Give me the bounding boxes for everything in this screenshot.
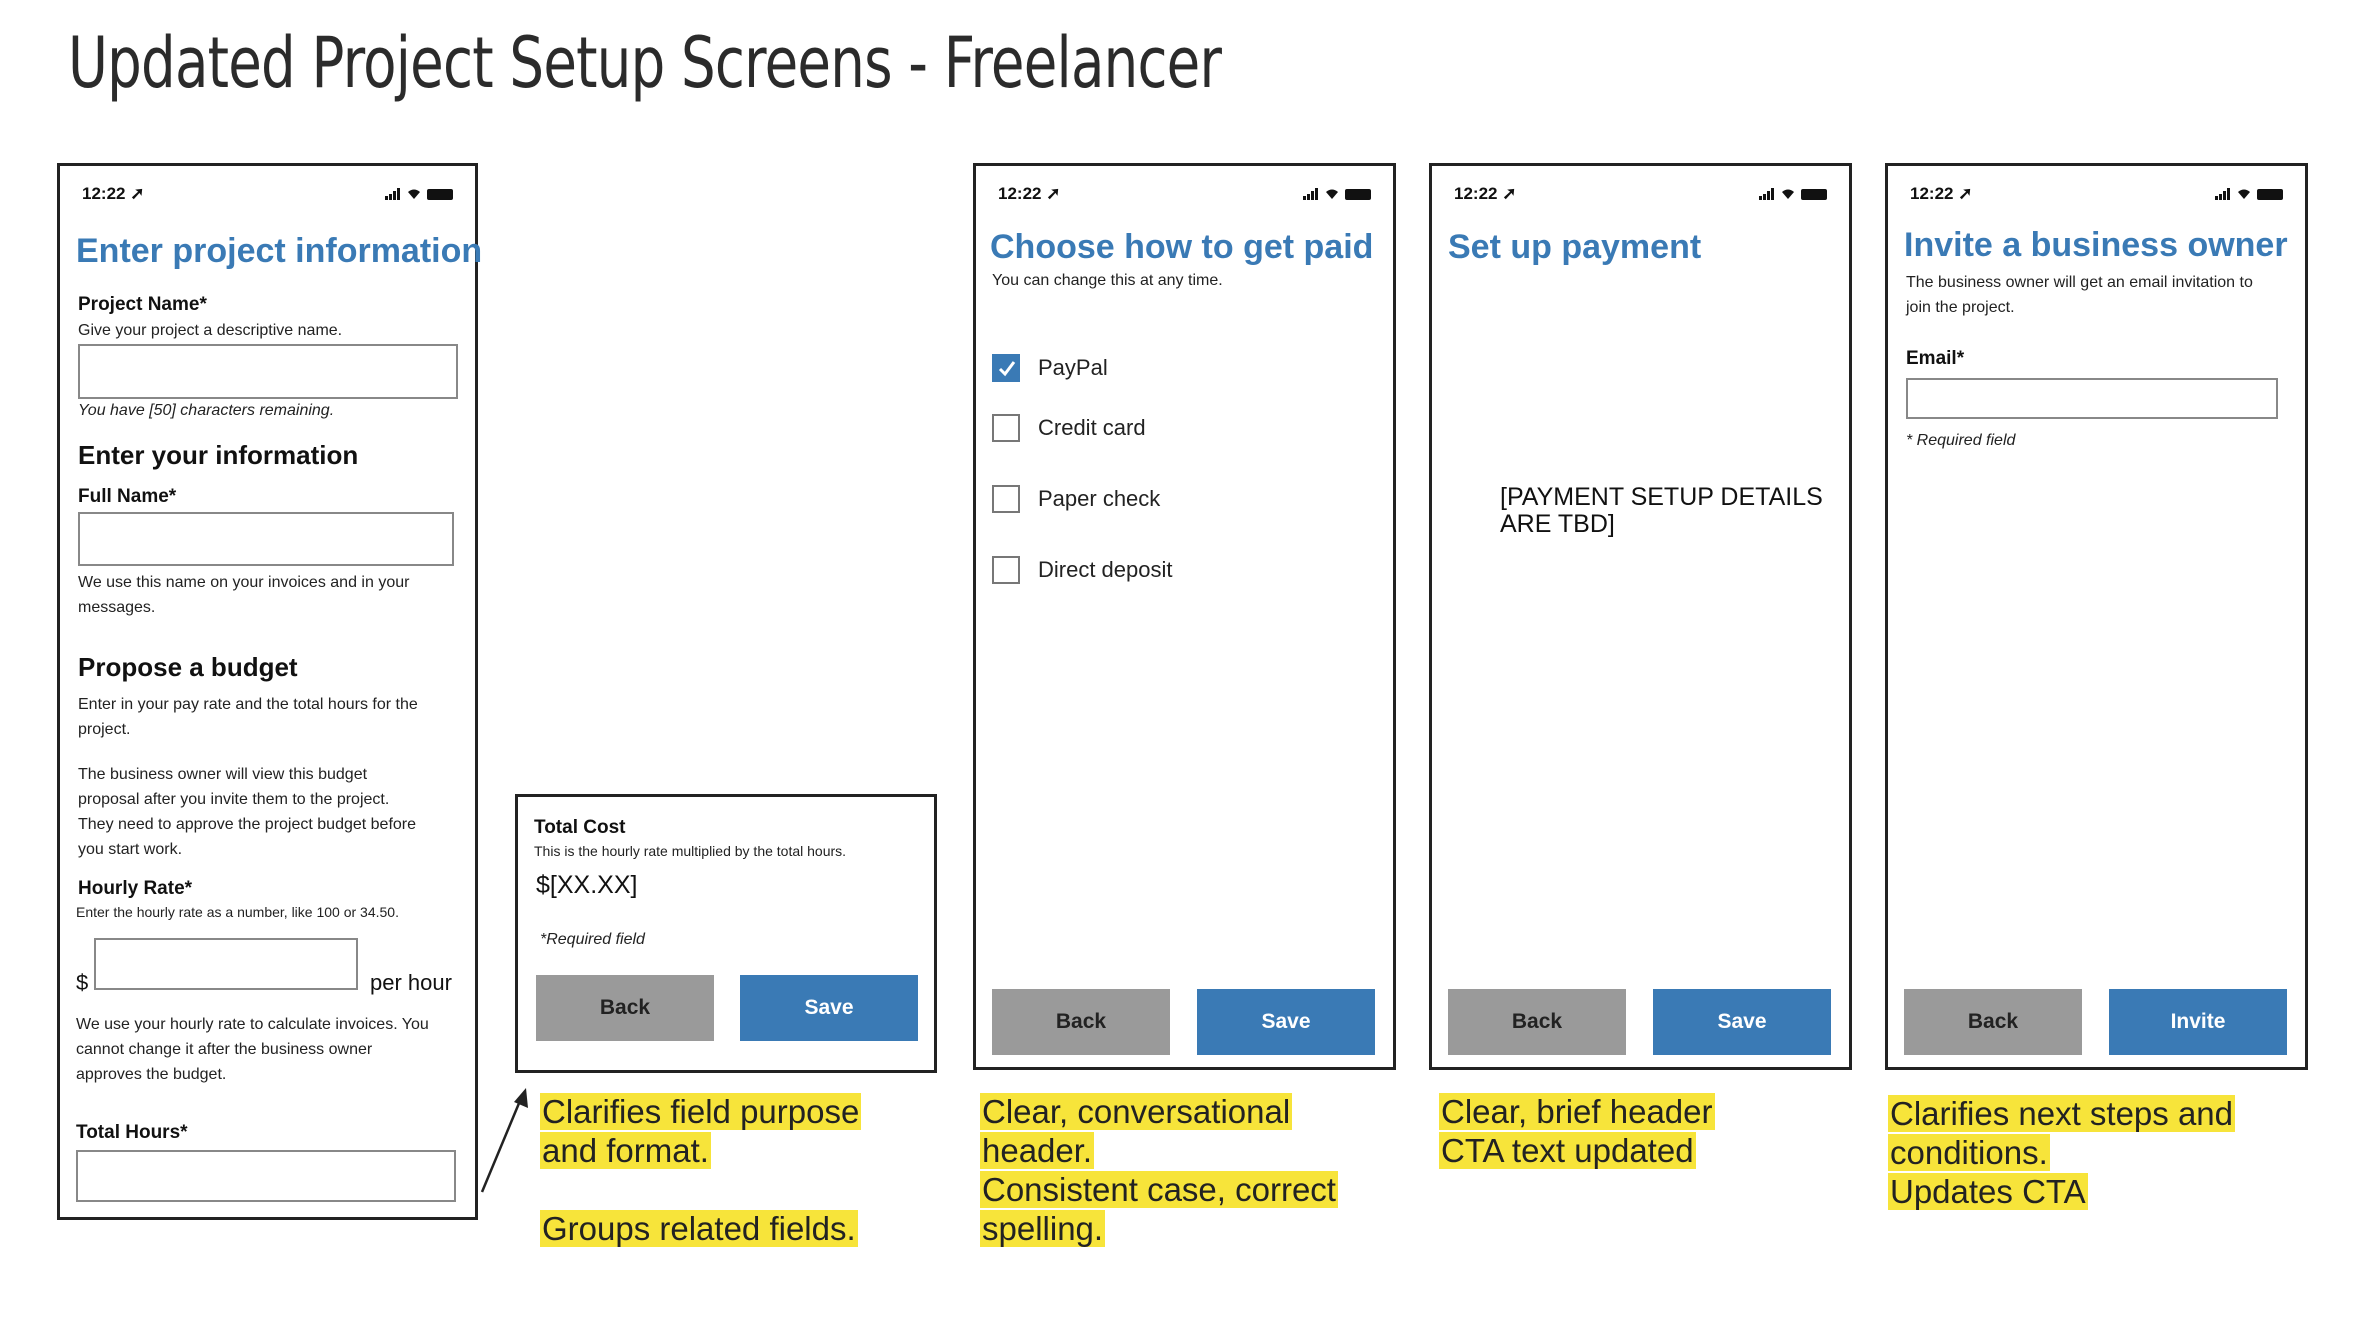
budget-note: The business owner will view this budget… xyxy=(78,766,417,858)
back-button[interactable]: Back xyxy=(992,989,1170,1055)
option-label: Direct deposit xyxy=(1038,557,1173,582)
project-name-help: Give your project a descriptive name. xyxy=(78,322,343,339)
project-name-input[interactable] xyxy=(78,344,458,399)
signal-icon xyxy=(1759,188,1774,200)
hourly-rate-help: Enter the hourly rate as a number, like … xyxy=(76,904,399,920)
email-label: Email* xyxy=(1906,348,1965,369)
phone-screen-project-info: 12:22 ➚ Enter project information Projec… xyxy=(57,163,482,1220)
battery-icon xyxy=(2257,188,2283,200)
option-credit-card[interactable]: Credit card xyxy=(992,414,1146,442)
battery-icon xyxy=(1345,188,1371,200)
save-button[interactable]: Save xyxy=(1653,989,1831,1055)
total-cost-help: This is the hourly rate multiplied by th… xyxy=(534,843,847,859)
location-arrow-icon: ➚ xyxy=(1046,184,1061,203)
page-title: Enter project information xyxy=(76,232,483,270)
option-direct-deposit[interactable]: Direct deposit xyxy=(992,556,1173,584)
total-cost-value: $[XX.XX] xyxy=(536,871,638,899)
page-title: Invite a business owner xyxy=(1904,226,2288,264)
option-paper-check[interactable]: Paper check xyxy=(992,485,1160,513)
budget-heading: Propose a budget xyxy=(78,652,298,682)
project-name-label: Project Name* xyxy=(78,294,207,315)
hourly-rate-note: We use your hourly rate to calculate inv… xyxy=(76,1016,429,1083)
phone-screen-get-paid: 12:22 ➚ Choose how to get paid You can c… xyxy=(973,163,1396,1070)
annotation-note-3: Clear, brief header CTA text updated xyxy=(1439,1093,1715,1169)
checkbox[interactable] xyxy=(992,485,1020,513)
status-time: 12:22 ➚ xyxy=(1454,184,1517,203)
status-time: 12:22 ➚ xyxy=(82,184,145,203)
required-note: * Required field xyxy=(1906,432,2016,449)
back-button[interactable]: Back xyxy=(1448,989,1626,1055)
checkbox[interactable] xyxy=(992,414,1020,442)
option-label: PayPal xyxy=(1038,355,1108,380)
required-note: *Required field xyxy=(540,931,645,948)
status-bar: 12:22 ➚ xyxy=(82,182,453,208)
signal-icon xyxy=(385,188,400,200)
total-hours-label: Total Hours* xyxy=(76,1122,188,1143)
wifi-icon xyxy=(2238,189,2250,199)
signal-icon xyxy=(1303,188,1318,200)
status-bar: 12:22 ➚ xyxy=(998,182,1371,208)
save-button[interactable]: Save xyxy=(1197,989,1375,1055)
hourly-rate-label: Hourly Rate* xyxy=(78,878,193,899)
budget-help: Enter in your pay rate and the total hou… xyxy=(78,696,418,738)
page-title: Set up payment xyxy=(1448,228,1702,266)
characters-remaining: You have [50] characters remaining. xyxy=(78,402,335,419)
status-bar: 12:22 ➚ xyxy=(1910,182,2283,208)
battery-icon xyxy=(427,188,453,200)
location-arrow-icon: ➚ xyxy=(1958,184,1973,203)
phone-screen-total-cost: Total Cost This is the hourly rate multi… xyxy=(515,794,937,1073)
full-name-label: Full Name* xyxy=(78,486,177,507)
checkbox[interactable] xyxy=(992,556,1020,584)
phone-screen-invite-owner: 12:22 ➚ Invite a business owner The busi… xyxy=(1885,163,2308,1070)
battery-icon xyxy=(1801,188,1827,200)
back-button[interactable]: Back xyxy=(536,975,714,1041)
total-hours-input[interactable] xyxy=(76,1150,456,1202)
currency-symbol: $ xyxy=(76,970,89,995)
signal-icon xyxy=(2215,188,2230,200)
per-hour-label: per hour xyxy=(370,970,452,995)
save-button[interactable]: Save xyxy=(740,975,918,1041)
option-label: Credit card xyxy=(1038,415,1146,440)
option-paypal[interactable]: PayPal xyxy=(992,354,1108,382)
wifi-icon xyxy=(1782,189,1794,199)
phone-screen-set-up-payment: 12:22 ➚ Set up payment [PAYMENT SETUP DE… xyxy=(1429,163,1852,1070)
page-title: Choose how to get paid xyxy=(990,228,1374,266)
status-time: 12:22 ➚ xyxy=(1910,184,1973,203)
invite-button[interactable]: Invite xyxy=(2109,989,2287,1055)
annotation-note-4: Clarifies next steps and conditions. Upd… xyxy=(1888,1095,2236,1210)
checkbox-checked[interactable] xyxy=(992,354,1020,382)
full-name-help: We use this name on your invoices and in… xyxy=(78,574,410,616)
location-arrow-icon: ➚ xyxy=(130,184,145,203)
status-time: 12:22 ➚ xyxy=(998,184,1061,203)
wifi-icon xyxy=(1326,189,1338,199)
location-arrow-icon: ➚ xyxy=(1502,184,1517,203)
full-name-input[interactable] xyxy=(78,512,454,566)
payment-placeholder: [PAYMENT SETUP DETAILS ARE TBD] xyxy=(1500,483,1823,538)
connector-arrow xyxy=(480,1088,528,1193)
page-subtitle: You can change this at any time. xyxy=(992,272,1223,289)
wifi-icon xyxy=(408,189,420,199)
your-information-heading: Enter your information xyxy=(78,440,359,470)
email-input[interactable] xyxy=(1906,378,2278,419)
annotation-note-1: Clarifies field purpose and format. Grou… xyxy=(540,1093,862,1247)
hourly-rate-input[interactable] xyxy=(94,938,358,990)
status-bar: 12:22 ➚ xyxy=(1454,182,1827,208)
slide-title: Updated Project Setup Screens - Freelanc… xyxy=(68,22,1222,104)
option-label: Paper check xyxy=(1038,486,1161,511)
checkmark-icon xyxy=(998,361,1016,377)
annotation-note-2: Clear, conversational header. Consistent… xyxy=(980,1093,1338,1247)
invite-help: The business owner will get an email inv… xyxy=(1906,274,2253,316)
back-button[interactable]: Back xyxy=(1904,989,2082,1055)
total-cost-label: Total Cost xyxy=(534,817,626,838)
